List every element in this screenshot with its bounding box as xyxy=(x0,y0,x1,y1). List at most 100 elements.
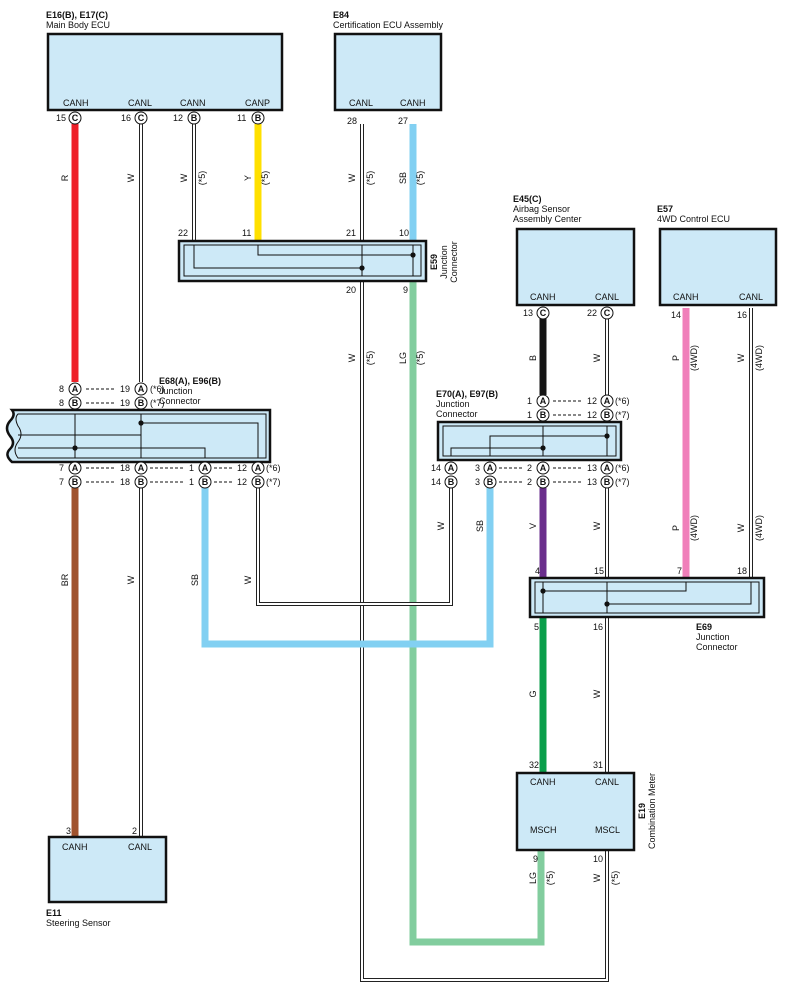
svg-text:B: B xyxy=(255,113,262,123)
e70-top-opt6: (*6) xyxy=(615,396,630,406)
steer-name: Steering Sensor xyxy=(46,918,111,928)
e68-opt6: (*6) xyxy=(150,384,165,394)
main-body-pin-canp: CANP xyxy=(245,98,270,108)
code-cert-sb: SB xyxy=(398,172,408,184)
opt5-e59-lg: (*5) xyxy=(415,351,425,366)
e69-name-2: Connector xyxy=(696,642,738,652)
e68-bot-b-pin-1: 1 xyxy=(189,477,194,487)
meter-pin-msch: MSCH xyxy=(530,825,557,835)
e68-bot-conn-b-4: B xyxy=(251,475,265,489)
e68-top-conn-b-2: B xyxy=(134,396,148,410)
main-body-pin-canh: CANH xyxy=(63,98,89,108)
svg-text:A: A xyxy=(448,463,455,473)
svg-text:A: A xyxy=(202,463,209,473)
e68-bot-opt7: (*7) xyxy=(266,477,281,487)
e68-bot-b-pin-7: 7 xyxy=(59,477,64,487)
e70-bot-conn-b-1: B xyxy=(444,475,458,489)
e70-bot-a-pin-2: 2 xyxy=(527,463,532,473)
junction-connector-e68: E68(A), E96(B) Junction Connector xyxy=(5,376,272,464)
mb-conn-c-1: C xyxy=(68,111,82,125)
e70-top-a-pin-1: 1 xyxy=(527,396,532,406)
svg-text:B: B xyxy=(540,477,547,487)
e70-bot-a-pin-14: 14 xyxy=(431,463,441,473)
e68-bot-conn-a-1: A xyxy=(68,461,82,475)
combination-meter: CANH CANL MSCH MSCL E19 Combination Mete… xyxy=(515,771,657,852)
steer-code: E11 xyxy=(46,908,62,918)
e70-code: E70(A), E97(B) xyxy=(436,389,498,399)
fwd-pin-16: 16 xyxy=(737,310,747,320)
fwd-pin-14: 14 xyxy=(671,310,681,320)
e68-top-conn-a-2: A xyxy=(134,382,148,396)
code-e70-w: W xyxy=(436,521,446,530)
code-fwd-w2: W xyxy=(736,523,746,532)
e70-top-opt7: (*7) xyxy=(615,410,630,420)
e70-bot-opt7: (*7) xyxy=(615,477,630,487)
e68-bot-conn-a-3: A xyxy=(198,461,212,475)
opt5-meter-lg: (*5) xyxy=(545,871,555,886)
code-fwd-p2: P xyxy=(671,525,681,531)
e70-bot-conn-b-3: B xyxy=(536,475,550,489)
code-e70-w2: W xyxy=(592,521,602,530)
wires xyxy=(71,124,753,982)
e70-bot-conn-b-4: B xyxy=(600,475,614,489)
svg-text:B: B xyxy=(72,477,79,487)
e59-pin-10: 10 xyxy=(399,228,409,238)
e70-bot-b-pin-3: 3 xyxy=(475,477,480,487)
fwd-pin-canh: CANH xyxy=(673,292,699,302)
svg-text:A: A xyxy=(604,396,611,406)
e70-bot-a-pin-13: 13 xyxy=(587,463,597,473)
e68-bot-conn-a-2: A xyxy=(134,461,148,475)
e70-name-1: Junction xyxy=(436,399,470,409)
svg-text:A: A xyxy=(138,463,145,473)
code-e70-sb: SB xyxy=(475,520,485,532)
svg-text:B: B xyxy=(604,477,611,487)
e59-code: E59 xyxy=(429,254,439,270)
code-fwd-w: W xyxy=(736,353,746,362)
opt5-cert-canh: (*5) xyxy=(415,171,425,186)
airbag-pin-13: 13 xyxy=(523,308,533,318)
e69-pin-16: 16 xyxy=(593,622,603,632)
e70-top-conn-b-2: B xyxy=(600,408,614,422)
e68-top-b-pin-8: 8 xyxy=(59,398,64,408)
mb-pin-16: 16 xyxy=(121,113,131,123)
e59-pin-22: 22 xyxy=(178,228,188,238)
opt4wd-fwd-canl: (4WD) xyxy=(754,345,764,371)
e59-pin-21: 21 xyxy=(346,228,356,238)
svg-text:B: B xyxy=(191,113,198,123)
meter-pin-10: 10 xyxy=(593,854,603,864)
e69-pin-5: 5 xyxy=(534,622,539,632)
wire-e70-sb-loop xyxy=(201,488,494,648)
e68-top-b-pin-19: 19 xyxy=(120,398,130,408)
e59-name-2: Connector xyxy=(449,241,459,283)
mb-pin-12: 12 xyxy=(173,113,183,123)
steering-sensor: CANH CANL E11 Steering Sensor xyxy=(46,835,168,928)
mb-pin-15: 15 xyxy=(56,113,66,123)
opt5-e59-w: (*5) xyxy=(365,351,375,366)
svg-text:B: B xyxy=(604,410,611,420)
e69-pin-7: 7 xyxy=(677,566,682,576)
svg-text:A: A xyxy=(604,463,611,473)
e70-name-2: Connector xyxy=(436,409,478,419)
pin-labels: 15 C 16 C 12 B 11 B 28 27 22 11 21 10 20… xyxy=(56,111,747,864)
e59-pin-9: 9 xyxy=(403,285,408,295)
svg-text:C: C xyxy=(138,113,145,123)
airbag-pin-canl: CANL xyxy=(595,292,619,302)
svg-text:A: A xyxy=(487,463,494,473)
cert-code: E84 xyxy=(333,10,349,20)
steer-pin-2: 2 xyxy=(132,826,137,836)
e68-opt7: (*7) xyxy=(150,398,165,408)
svg-text:B: B xyxy=(138,477,145,487)
e70-bot-conn-a-2: A xyxy=(483,461,497,475)
svg-text:A: A xyxy=(540,463,547,473)
e68-bot-conn-a-4: A xyxy=(251,461,265,475)
e68-bot-a-pin-18: 18 xyxy=(120,463,130,473)
e70-bot-a-pin-3: 3 xyxy=(475,463,480,473)
svg-text:B: B xyxy=(255,477,262,487)
airbag-code: E45(C) xyxy=(513,194,542,204)
cert-pin-28: 28 xyxy=(347,116,357,126)
meter-pin-32: 32 xyxy=(529,760,539,770)
code-airbag-w: W xyxy=(592,353,602,362)
mb-pin-11: 11 xyxy=(237,113,246,123)
fwd-code: E57 xyxy=(657,204,673,214)
